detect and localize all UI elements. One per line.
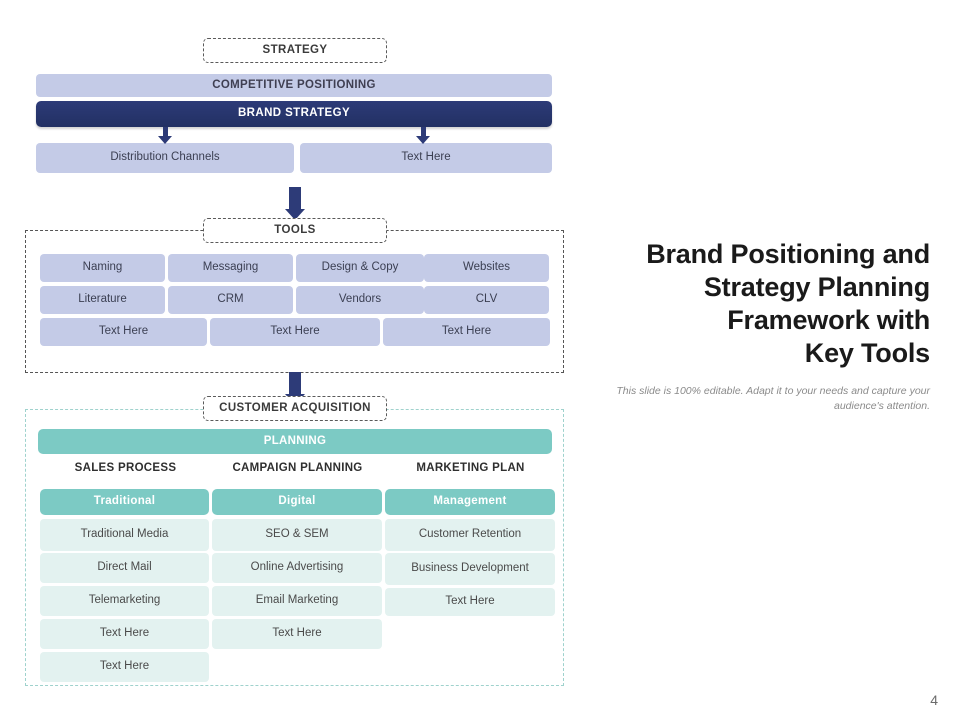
distribution-channels-text: Distribution Channels: [110, 151, 220, 164]
arrow-brand-to-text: [416, 127, 430, 144]
acquisition-cell-text: Customer Retention: [418, 528, 522, 541]
subhead-text: Management: [433, 495, 507, 508]
title-line-2: Strategy Planning: [703, 271, 930, 302]
acquisition-cell-text: Email Marketing: [255, 594, 339, 607]
arrow-strategy-to-tools: [285, 187, 305, 220]
acquisition-cell-traditional-media[interactable]: Traditional Media: [40, 519, 209, 551]
strategy-label-text: STRATEGY: [262, 43, 328, 56]
acquisition-cell-email-marketing[interactable]: Email Marketing: [212, 586, 382, 616]
planning-band-text: PLANNING: [263, 434, 327, 447]
arrow-shaft: [420, 127, 426, 136]
brand-strategy-band[interactable]: BRAND STRATEGY: [36, 101, 552, 127]
tools-chip-label: Naming: [82, 261, 123, 274]
tools-chip-label: Websites: [462, 261, 511, 274]
tools-chip-design-copy[interactable]: Design & Copy: [296, 254, 424, 282]
subhead-digital[interactable]: Digital: [212, 489, 382, 515]
acquisition-cell-text: Telemarketing: [88, 594, 161, 607]
page-title: Brand Positioning and Strategy Planning …: [600, 238, 930, 370]
tools-chip-literature[interactable]: Literature: [40, 286, 165, 314]
tools-chip-messaging[interactable]: Messaging: [168, 254, 293, 282]
subhead-text: Traditional: [93, 495, 156, 508]
tools-chip-websites[interactable]: Websites: [424, 254, 549, 282]
acquisition-cell-sales-text-here-2[interactable]: Text Here: [40, 652, 209, 682]
competitive-positioning-band[interactable]: COMPETITIVE POSITIONING: [36, 74, 552, 97]
acquisition-cell-text: Direct Mail: [97, 561, 152, 574]
acquisition-cell-business-development[interactable]: Business Development: [385, 553, 555, 585]
arrow-head: [158, 136, 172, 144]
brand-strategy-text: BRAND STRATEGY: [237, 107, 351, 120]
acquisition-cell-seo-sem[interactable]: SEO & SEM: [212, 519, 382, 551]
column-header-sales-process: SALES PROCESS: [38, 458, 213, 480]
acquisition-cell-marketing-text-here[interactable]: Text Here: [385, 588, 555, 616]
acquisition-cell-text: Text Here: [445, 595, 495, 608]
acquisition-cell-text: Text Here: [272, 627, 322, 640]
acquisition-cell-telemarketing[interactable]: Telemarketing: [40, 586, 209, 616]
arrow-head: [416, 136, 430, 144]
planning-band[interactable]: PLANNING: [38, 429, 552, 454]
tools-label-text: TOOLS: [274, 223, 316, 236]
customer-acquisition-label[interactable]: CUSTOMER ACQUISITION: [203, 396, 387, 421]
subtitle: This slide is 100% editable. Adapt it to…: [616, 384, 930, 412]
tools-chip-label: Vendors: [338, 293, 382, 306]
tools-chip-label: CRM: [217, 293, 244, 306]
acquisition-cell-direct-mail[interactable]: Direct Mail: [40, 553, 209, 583]
tools-chip-label: Design & Copy: [321, 261, 399, 274]
title-block: Brand Positioning and Strategy Planning …: [600, 238, 930, 414]
title-line-3: Framework with: [727, 304, 930, 335]
arrow-shaft: [289, 372, 301, 394]
tools-chip-vendors[interactable]: Vendors: [296, 286, 424, 314]
customer-acquisition-label-text: CUSTOMER ACQUISITION: [219, 401, 371, 414]
title-line-1: Brand Positioning and: [646, 239, 930, 269]
acquisition-cell-text: Online Advertising: [250, 561, 344, 574]
acquisition-cell-customer-retention[interactable]: Customer Retention: [385, 519, 555, 551]
tools-chip-text-here-2[interactable]: Text Here: [210, 318, 380, 346]
acquisition-cell-online-advertising[interactable]: Online Advertising: [212, 553, 382, 583]
strategy-text-here-box[interactable]: Text Here: [300, 143, 552, 173]
acquisition-cell-sales-text-here-1[interactable]: Text Here: [40, 619, 209, 649]
tools-chip-label: Text Here: [441, 325, 492, 338]
tools-chip-label: Messaging: [202, 261, 259, 274]
acquisition-cell-text: Text Here: [99, 627, 150, 640]
column-header-campaign-planning: CAMPAIGN PLANNING: [210, 458, 385, 480]
competitive-positioning-text: COMPETITIVE POSITIONING: [212, 78, 376, 91]
tools-chip-label: Text Here: [270, 325, 320, 338]
tools-chip-crm[interactable]: CRM: [168, 286, 293, 314]
strategy-text-here-text: Text Here: [401, 151, 451, 164]
acquisition-cell-campaign-text-here[interactable]: Text Here: [212, 619, 382, 649]
tools-chip-naming[interactable]: Naming: [40, 254, 165, 282]
tools-chip-text-here-1[interactable]: Text Here: [40, 318, 207, 346]
tools-chip-label: Text Here: [98, 325, 149, 338]
column-header-text: CAMPAIGN PLANNING: [232, 462, 363, 475]
arrow-shaft: [162, 127, 168, 136]
column-header-marketing-plan: MARKETING PLAN: [383, 458, 558, 480]
subhead-text: Digital: [278, 495, 316, 508]
arrow-shaft: [289, 187, 301, 209]
page-number: 4: [930, 692, 938, 708]
arrow-brand-to-distribution: [158, 127, 172, 144]
subhead-management[interactable]: Management: [385, 489, 555, 515]
acquisition-cell-text: SEO & SEM: [265, 528, 329, 541]
tools-chip-text-here-3[interactable]: Text Here: [383, 318, 550, 346]
tools-chip-clv[interactable]: CLV: [424, 286, 549, 314]
acquisition-cell-text: Traditional Media: [80, 528, 169, 541]
tools-chip-label: Literature: [78, 293, 127, 306]
acquisition-cell-text: Business Development: [411, 562, 529, 575]
title-line-4: Key Tools: [804, 337, 930, 368]
arrow-head: [285, 209, 305, 220]
distribution-channels-box[interactable]: Distribution Channels: [36, 143, 294, 173]
column-header-text: MARKETING PLAN: [416, 462, 525, 475]
strategy-label[interactable]: STRATEGY: [203, 38, 387, 63]
acquisition-cell-text: Text Here: [99, 660, 150, 673]
column-header-text: SALES PROCESS: [74, 462, 177, 475]
tools-label[interactable]: TOOLS: [203, 218, 387, 243]
tools-chip-label: CLV: [475, 293, 498, 306]
subhead-traditional[interactable]: Traditional: [40, 489, 209, 515]
